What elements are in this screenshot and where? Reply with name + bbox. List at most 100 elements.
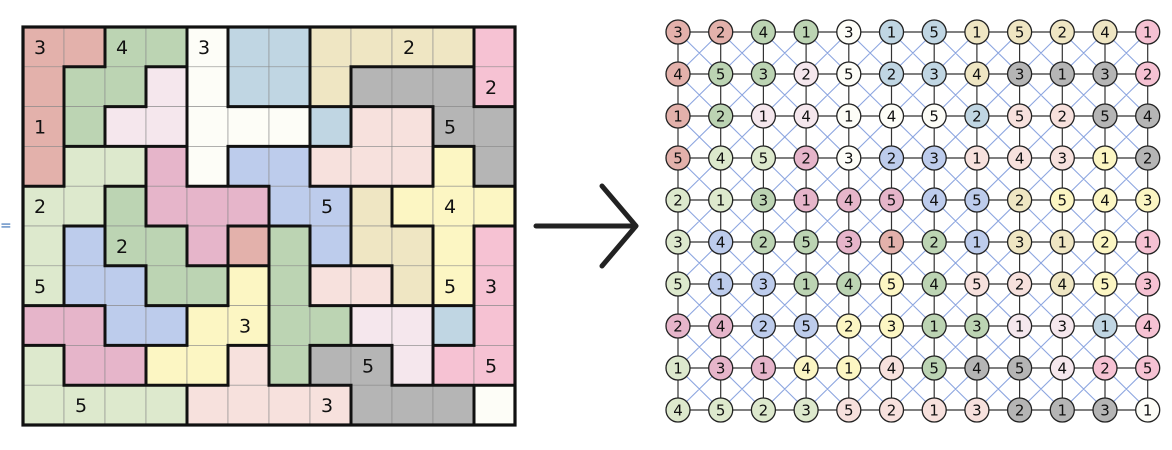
grid-cell: [350, 225, 393, 267]
grid-cell: [391, 305, 434, 346]
graph-node: [1135, 187, 1161, 213]
grid-cell: [309, 305, 352, 346]
graph-node: [750, 187, 777, 213]
graph-node: [1092, 313, 1118, 339]
graph-node: [921, 103, 947, 129]
grid-cell: [63, 185, 106, 227]
graph-node: [1049, 61, 1075, 87]
graph-node: [665, 61, 691, 87]
grid-cell: [309, 225, 352, 267]
grid-cell: [432, 345, 475, 386]
node-value: 1: [801, 276, 811, 294]
node-value: 1: [972, 24, 982, 42]
node-value: 3: [844, 234, 854, 252]
node-value: 5: [673, 276, 683, 294]
grid-cell: [227, 384, 270, 426]
graph-node: [793, 145, 819, 171]
node-value: 4: [1143, 318, 1153, 336]
node-value: 2: [1143, 150, 1153, 168]
graph-node: [1049, 229, 1075, 255]
graph-node: [921, 229, 947, 255]
graph-node: [750, 145, 777, 171]
grid-cell: [268, 185, 311, 227]
node-value: 1: [1143, 24, 1153, 42]
graph-node: [708, 355, 734, 381]
graph-node: [1092, 19, 1118, 45]
grid-cell: [63, 265, 106, 306]
grid-cell: [104, 106, 147, 147]
clue-number: 5: [34, 276, 46, 298]
graph-node: [836, 355, 862, 381]
node-value: 1: [972, 150, 982, 168]
grid-cell: [391, 146, 434, 187]
node-value: 5: [801, 318, 811, 336]
grid-cell: [104, 345, 147, 386]
grid-cell: [391, 345, 434, 386]
graph-node: [793, 397, 819, 423]
grid-cell: [268, 265, 311, 306]
grid-cell: [350, 345, 393, 386]
node-value: 2: [673, 192, 683, 210]
clue-number: 2: [34, 196, 46, 218]
graph-node: [878, 271, 905, 297]
graph-node: [665, 355, 691, 381]
node-value: 3: [1143, 276, 1153, 294]
grid-cell: [268, 146, 311, 187]
clue-number: 3: [239, 316, 251, 338]
graph-node: [1049, 145, 1075, 171]
graph-node: [708, 103, 734, 129]
node-value: 4: [887, 108, 897, 126]
graph-node: [1135, 271, 1161, 297]
node-value: 1: [887, 24, 897, 42]
graph-node: [1006, 187, 1033, 213]
grid-cell: [432, 384, 475, 426]
graph-node: [1092, 271, 1118, 297]
grid-cell: [104, 185, 147, 227]
grid-cell: [473, 305, 516, 346]
grid-cell: [145, 305, 188, 346]
graph-node: [836, 103, 862, 129]
node-value: 5: [673, 150, 683, 168]
graph-node: [708, 397, 734, 423]
node-value: 4: [844, 192, 854, 210]
node-value: 4: [673, 66, 683, 84]
node-value: 3: [1015, 234, 1025, 252]
graph-node: [1006, 313, 1033, 339]
node-value: 5: [887, 192, 897, 210]
grid-cell: [145, 345, 188, 386]
graph-node: [750, 397, 777, 423]
node-value: 4: [673, 402, 683, 420]
node-value: 3: [673, 24, 683, 42]
grid-cell: [268, 26, 311, 68]
node-value: 1: [1058, 234, 1068, 252]
graph-node: [793, 187, 819, 213]
node-value: 4: [1058, 276, 1068, 294]
grid-cell: [350, 384, 393, 426]
node-value: 5: [1015, 24, 1025, 42]
clue-number: 1: [34, 117, 46, 139]
graph-node: [878, 103, 905, 129]
graph-node: [665, 313, 691, 339]
graph-node: [878, 397, 905, 423]
grid-cell: [473, 146, 516, 187]
grid-cell: [391, 106, 434, 147]
node-value: 3: [844, 150, 854, 168]
graph-node: [878, 229, 905, 255]
graph-node: [1049, 397, 1075, 423]
node-value: 2: [929, 234, 939, 252]
grid-cell: [63, 66, 106, 107]
graph-node: [708, 271, 734, 297]
graph-node: [1092, 397, 1118, 423]
clue-number: 5: [485, 355, 497, 377]
node-value: 1: [1015, 318, 1025, 336]
grid-cell: [309, 146, 352, 187]
graph-node: [750, 19, 777, 45]
graph-node: [1049, 103, 1075, 129]
node-value: 5: [844, 402, 854, 420]
node-value: 1: [759, 108, 769, 126]
graph-node: [665, 103, 691, 129]
node-value: 3: [1143, 192, 1153, 210]
graph-node: [665, 145, 691, 171]
node-value: 2: [1100, 234, 1110, 252]
